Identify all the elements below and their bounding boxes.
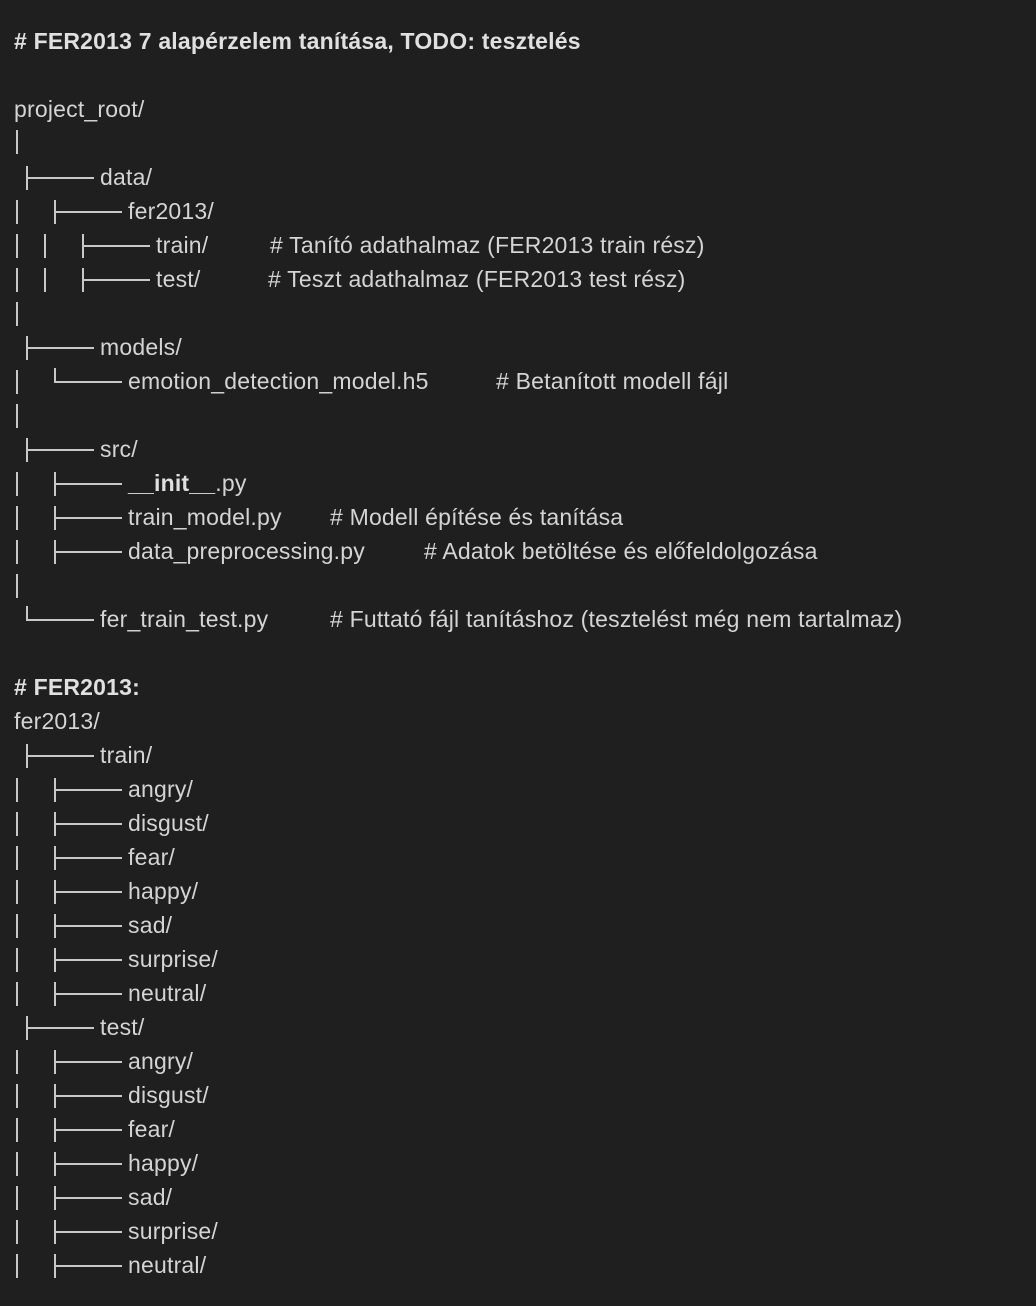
tree-src-dir: src/ <box>100 436 138 462</box>
init-name: __init__ <box>128 470 216 496</box>
tree-guide <box>16 1050 18 1074</box>
tree-guide <box>16 302 18 326</box>
tree-guide <box>16 1152 18 1176</box>
tree-guide <box>16 1220 18 1244</box>
tree-guide <box>54 211 122 213</box>
tree-guide <box>26 606 28 620</box>
tree-guide <box>54 368 56 382</box>
init-ext: .py <box>215 470 247 496</box>
tree-guide <box>16 982 18 1006</box>
tree-guide <box>44 234 46 258</box>
test-emotion-disgust: disgust/ <box>128 1082 209 1108</box>
tree-guide <box>26 347 94 349</box>
test-emotion-surprise: surprise/ <box>128 1218 218 1244</box>
tree-fer2013-dir: fer2013/ <box>128 198 214 224</box>
heading-main: # FER2013 7 alapérzelem tanítása, TODO: … <box>14 28 581 54</box>
tree-guide <box>54 959 122 961</box>
train-emotion-sad: sad/ <box>128 912 173 938</box>
tree-data-dir: data/ <box>100 164 153 190</box>
heading-fer: # FER2013: <box>14 674 141 700</box>
tree-models-dir: models/ <box>100 334 182 360</box>
tree-guide <box>16 812 18 836</box>
tree-fer-train: train/ <box>100 742 153 768</box>
tree-guide <box>16 846 18 870</box>
tree-guide <box>82 245 150 247</box>
test-emotion-happy: happy/ <box>128 1150 199 1176</box>
tree-guide <box>54 551 122 553</box>
tree-guide <box>54 1061 122 1063</box>
tree-runner-file: fer_train_test.py <box>100 606 269 632</box>
test-emotion-angry: angry/ <box>128 1048 194 1074</box>
tree-guide <box>16 1084 18 1108</box>
preproc-comment: # Adatok betöltése és előfeldolgozása <box>424 538 818 564</box>
tree-model-file: emotion_detection_model.h5 <box>128 368 429 394</box>
tree-guide <box>44 268 46 292</box>
model-comment: # Betanított modell fájl <box>496 368 729 394</box>
tree-guide <box>54 1163 122 1165</box>
tree-guide <box>26 1027 94 1029</box>
tree-train-dir: train/ <box>156 232 209 258</box>
tree-train-model-file: train_model.py <box>128 504 282 530</box>
tree-guide <box>16 472 18 496</box>
tree-guide <box>54 1265 122 1267</box>
tree-guide <box>16 574 18 598</box>
train-model-comment: # Modell építése és tanítása <box>330 504 624 530</box>
tree-guide <box>82 279 150 281</box>
train-emotion-angry: angry/ <box>128 776 194 802</box>
tree-guide <box>16 1118 18 1142</box>
tree-test-dir: test/ <box>156 266 201 292</box>
tree-init-file: __init__.py <box>128 468 247 498</box>
tree-guide <box>54 483 122 485</box>
tree-guide <box>26 619 94 621</box>
tree-guide <box>16 880 18 904</box>
tree-guide <box>26 177 94 179</box>
tree-guide <box>16 914 18 938</box>
test-emotion-sad: sad/ <box>128 1184 173 1210</box>
test-emotion-neutral: neutral/ <box>128 1252 207 1278</box>
tree-guide <box>16 1186 18 1210</box>
tree-guide <box>16 1254 18 1278</box>
tree-fer-test: test/ <box>100 1014 145 1040</box>
train-comment: # Tanító adathalmaz (FER2013 train rész) <box>270 232 705 258</box>
tree-guide <box>16 948 18 972</box>
tree-guide <box>26 755 94 757</box>
tree-guide <box>16 268 18 292</box>
train-emotion-happy: happy/ <box>128 878 199 904</box>
tree-guide <box>16 540 18 564</box>
tree-guide <box>54 891 122 893</box>
tree-preproc-file: data_preprocessing.py <box>128 538 365 564</box>
tree-project-root: project_root/ <box>14 96 145 122</box>
train-emotion-neutral: neutral/ <box>128 980 207 1006</box>
tree-guide <box>16 506 18 530</box>
test-emotion-fear: fear/ <box>128 1116 176 1142</box>
tree-guide <box>16 200 18 224</box>
tree-guide <box>54 925 122 927</box>
tree-guide <box>54 857 122 859</box>
tree-guide <box>54 517 122 519</box>
tree-guide <box>54 381 122 383</box>
tree-guide <box>54 1231 122 1233</box>
tree-guide <box>26 449 94 451</box>
train-emotion-disgust: disgust/ <box>128 810 209 836</box>
train-emotion-surprise: surprise/ <box>128 946 218 972</box>
tree-guide <box>16 404 18 428</box>
test-comment: # Teszt adathalmaz (FER2013 test rész) <box>268 266 686 292</box>
tree-guide <box>16 778 18 802</box>
tree-guide <box>54 1129 122 1131</box>
tree-fer-root: fer2013/ <box>14 708 100 734</box>
tree-guide <box>16 370 18 394</box>
tree-guide <box>54 1197 122 1199</box>
tree-guide <box>16 234 18 258</box>
tree-guide <box>16 130 18 154</box>
tree-guide <box>54 823 122 825</box>
tree-guide <box>54 789 122 791</box>
train-emotion-fear: fear/ <box>128 844 176 870</box>
tree-guide <box>54 993 122 995</box>
tree-guide <box>54 1095 122 1097</box>
runner-comment: # Futtató fájl tanításhoz (tesztelést mé… <box>330 606 903 632</box>
